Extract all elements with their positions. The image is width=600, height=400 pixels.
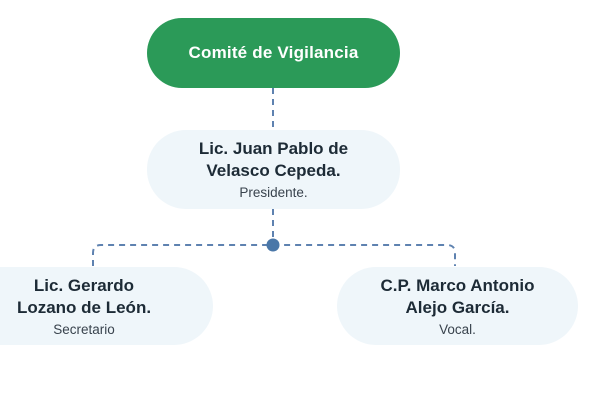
vocal-name: C.P. Marco Antonio Alejo García. [381,275,535,319]
president-node: Lic. Juan Pablo de Velasco Cepeda. Presi… [147,130,400,209]
member-node-vocal: C.P. Marco Antonio Alejo García. Vocal. [337,267,578,345]
secretario-name-line2: Lozano de León. [16,297,152,317]
vocal-name-line1: C.P. Marco Antonio [380,275,535,295]
secretario-name-line1: Lic. Gerardo [33,275,135,295]
secretario-name: Lic. Gerardo Lozano de León. [17,275,151,319]
member-node-secretario: Lic. Gerardo Lozano de León. Secretario [0,267,213,345]
junction-dot-icon [266,238,280,252]
president-role: Presidente. [239,185,308,200]
president-name-line2: Velasco Cepeda. [206,161,341,180]
secretario-role: Secretario [53,321,115,337]
president-name: Lic. Juan Pablo de Velasco Cepeda. [199,138,348,182]
root-node-label: Comité de Vigilancia [188,43,359,62]
root-node: Comité de Vigilancia [147,18,400,88]
connector-branch [92,244,456,266]
president-name-line1: Lic. Juan Pablo de [198,139,349,158]
vocal-name-line2: Alejo García. [405,297,510,317]
vocal-role: Vocal. [439,321,476,337]
